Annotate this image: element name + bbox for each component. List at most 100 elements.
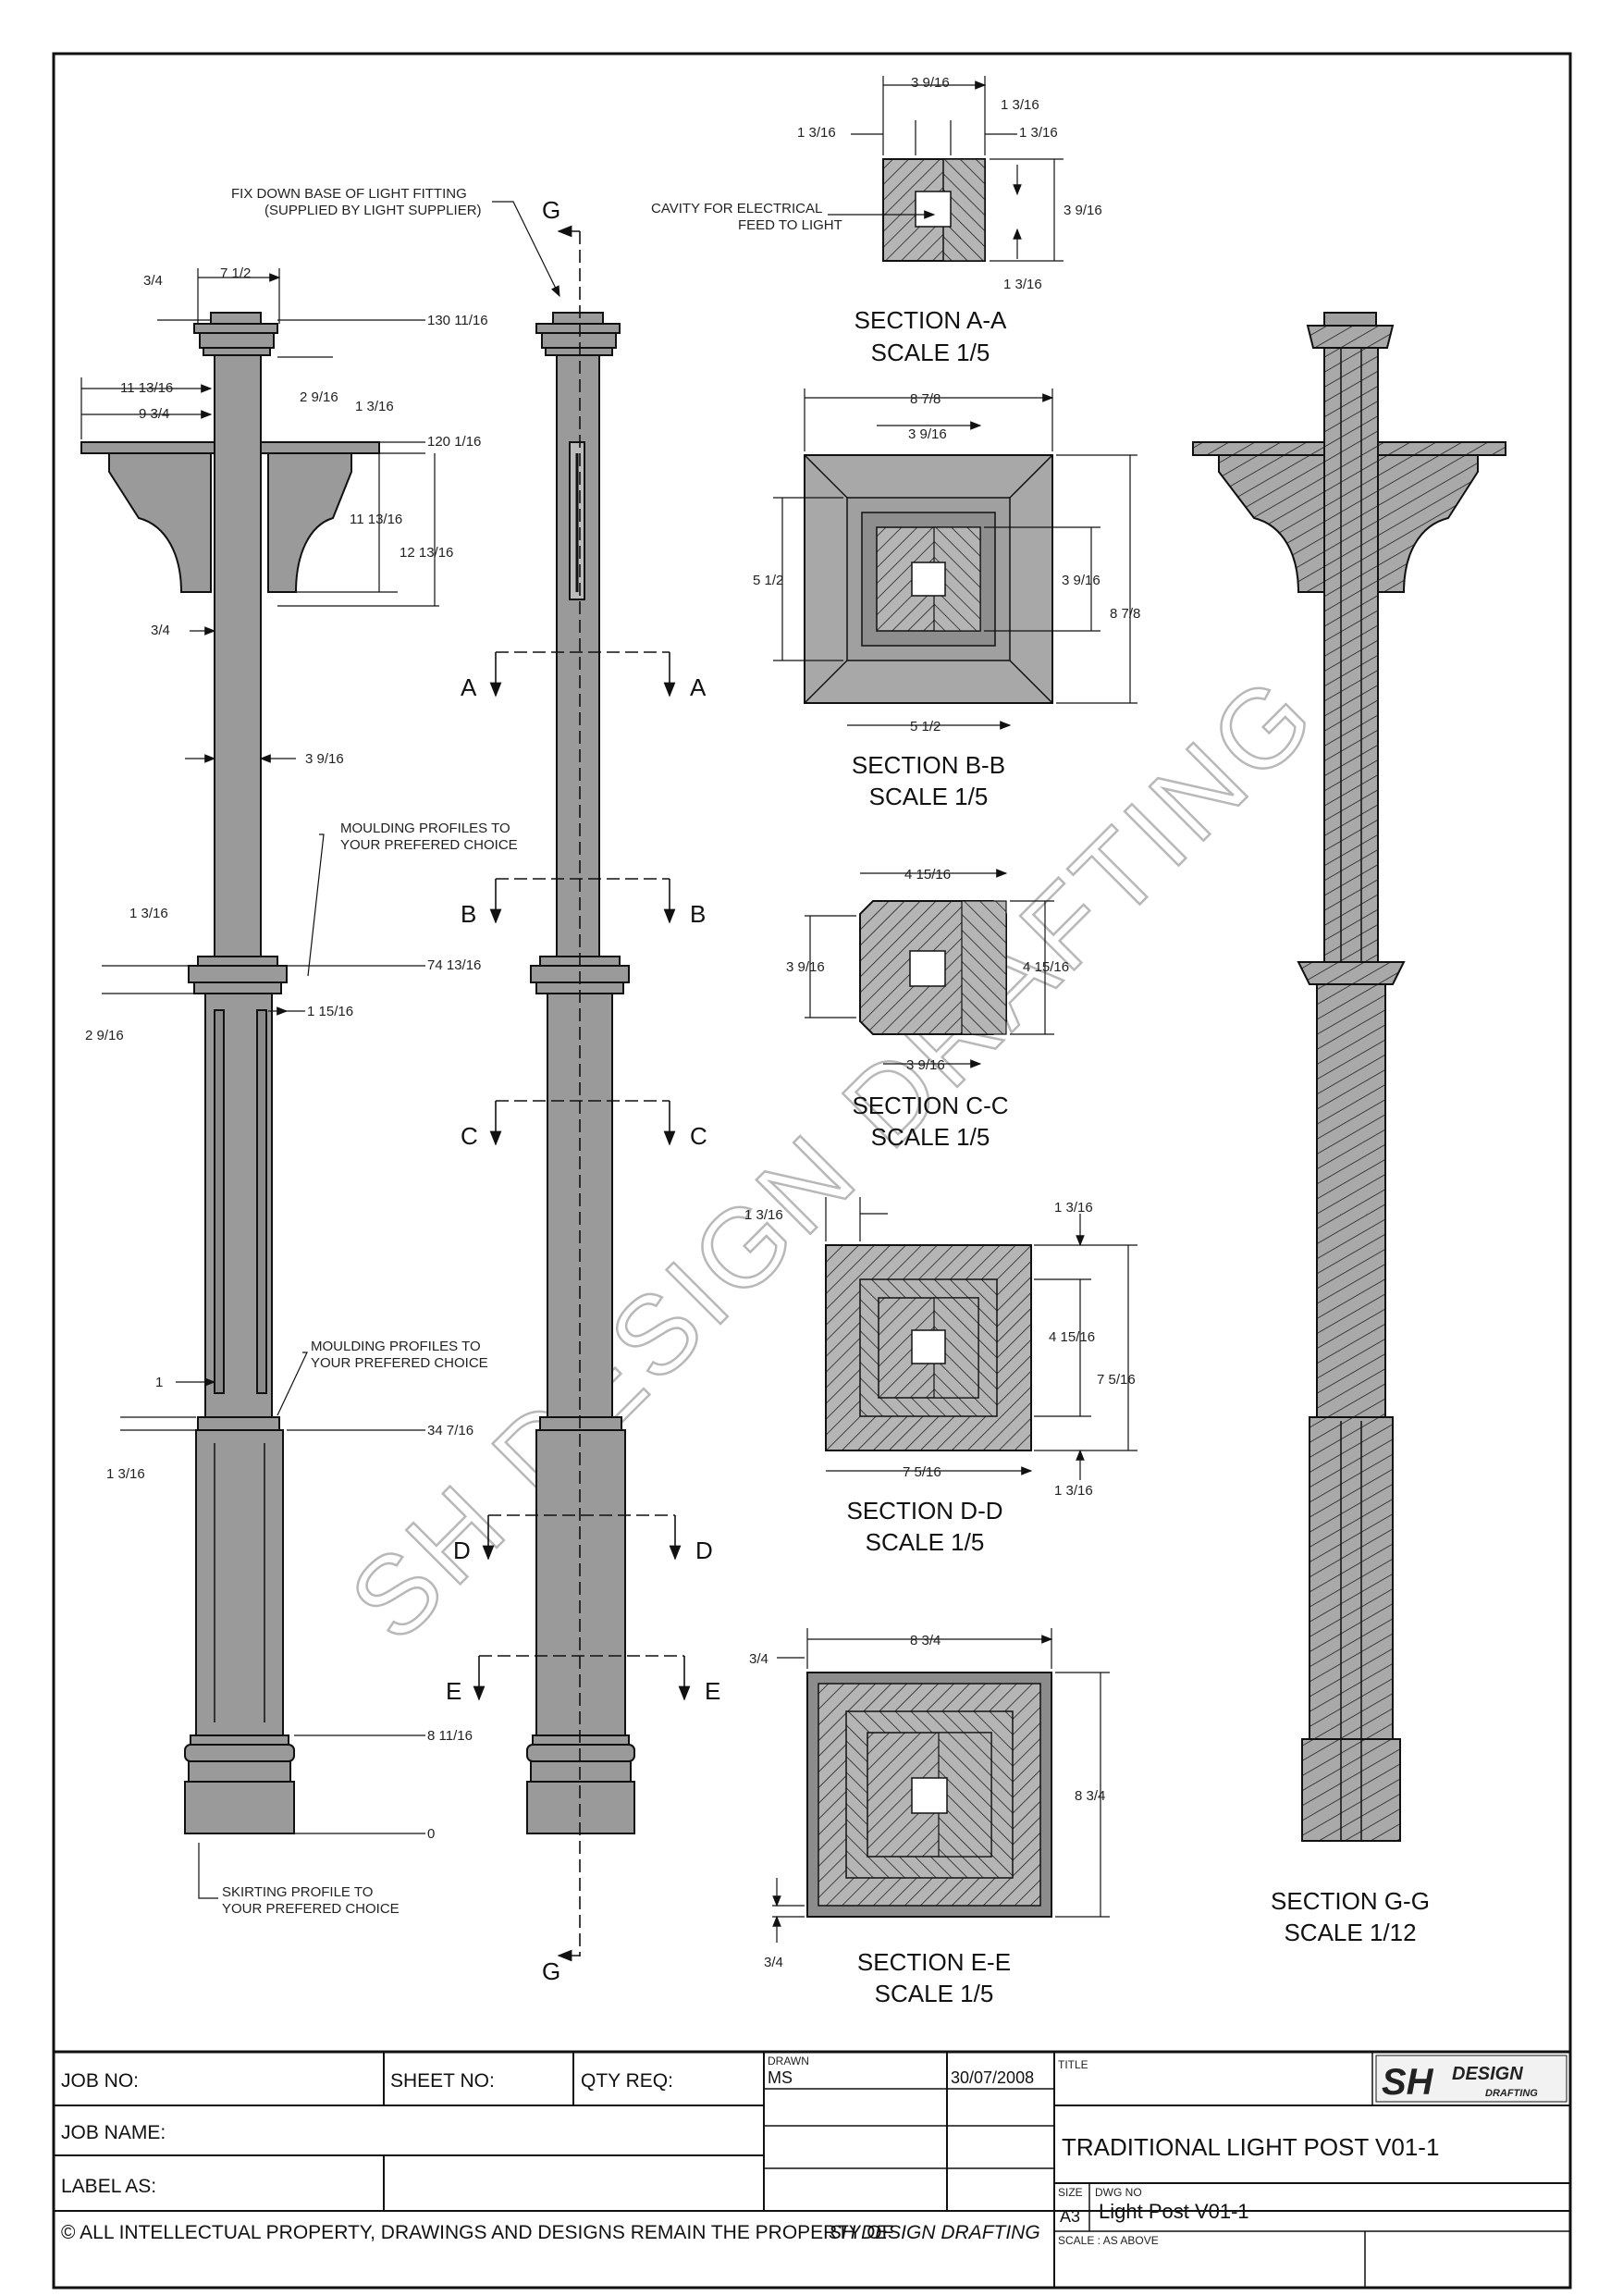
svg-text:1 3/16: 1 3/16 [797, 125, 836, 141]
svg-text:1 3/16: 1 3/16 [1001, 97, 1039, 113]
svg-text:3/4: 3/4 [143, 273, 163, 289]
svg-text:TRADITIONAL LIGHT POST V01-1: TRADITIONAL LIGHT POST V01-1 [1062, 2133, 1439, 2161]
svg-text:4 15/16: 4 15/16 [904, 867, 951, 883]
svg-text:130 11/16: 130 11/16 [427, 313, 488, 328]
section-a-a: 3 9/16 1 3/16 1 3/16 1 3/16 3 9/16 1 3/1… [797, 75, 1102, 366]
cut-lines [479, 231, 684, 1957]
section-b-b: 8 7/8 3 9/16 5 1/2 3 9/16 8 7/8 5 1/2 SE… [753, 389, 1140, 810]
svg-text:SECTION G-G: SECTION G-G [1271, 1887, 1430, 1915]
svg-text:3/4: 3/4 [151, 623, 170, 638]
svg-text:FIX DOWN BASE OF LIGHT FITTING: FIX DOWN BASE OF LIGHT FITTING [231, 186, 467, 202]
svg-text:7 1/2: 7 1/2 [220, 265, 251, 281]
svg-text:B: B [690, 900, 706, 928]
svg-text:1 3/16: 1 3/16 [129, 906, 168, 921]
svg-text:1 15/16: 1 15/16 [307, 1004, 353, 1019]
svg-text:SCALE 1/5: SCALE 1/5 [871, 339, 990, 366]
svg-text:SCALE 1/12: SCALE 1/12 [1284, 1919, 1416, 1946]
svg-text:30/07/2008: 30/07/2008 [951, 2068, 1034, 2087]
svg-text:SCALE : AS ABOVE: SCALE : AS ABOVE [1058, 2234, 1159, 2247]
svg-text:MOULDING PROFILES TO: MOULDING PROFILES TO [311, 1339, 481, 1354]
svg-text:4 15/16: 4 15/16 [1049, 1329, 1095, 1345]
svg-text:© ALL INTELLECTUAL PROPERTY, D: © ALL INTELLECTUAL PROPERTY, DRAWINGS AN… [61, 2222, 893, 2243]
section-g-g-labels: SECTION G-G SCALE 1/12 [1271, 1887, 1430, 1946]
svg-text:8 7/8: 8 7/8 [1110, 606, 1140, 622]
svg-text:SECTION A-A: SECTION A-A [855, 306, 1007, 334]
svg-text:MOULDING PROFILES TO: MOULDING PROFILES TO [340, 821, 510, 836]
svg-text:3/4: 3/4 [749, 1651, 768, 1667]
svg-text:8 11/16: 8 11/16 [427, 1728, 473, 1744]
svg-text:SECTION D-D: SECTION D-D [847, 1497, 1003, 1524]
svg-text:8 3/4: 8 3/4 [1075, 1788, 1105, 1804]
svg-text:A3: A3 [1060, 2207, 1080, 2226]
svg-text:7 5/16: 7 5/16 [903, 1464, 941, 1480]
svg-text:3 9/16: 3 9/16 [1064, 203, 1102, 218]
svg-text:YOUR PREFERED CHOICE: YOUR PREFERED CHOICE [311, 1355, 488, 1371]
svg-text:1 3/16: 1 3/16 [744, 1207, 783, 1223]
section-e-e: 8 3/4 3/4 8 3/4 3/4 SECTION E-E SCALE 1/… [749, 1628, 1110, 2007]
svg-text:(SUPPLIED BY LIGHT SUPPLIER): (SUPPLIED BY LIGHT SUPPLIER) [264, 203, 482, 218]
drawing-notes: FIX DOWN BASE OF LIGHT FITTING (SUPPLIED… [222, 186, 842, 1917]
company-logo: SH DESIGN DRAFTING [1375, 2055, 1568, 2103]
svg-text:CAVITY FOR ELECTRICAL: CAVITY FOR ELECTRICAL [651, 201, 822, 216]
svg-text:2 9/16: 2 9/16 [85, 1028, 124, 1043]
svg-text:SCALE 1/5: SCALE 1/5 [869, 783, 989, 810]
svg-text:FEED TO LIGHT: FEED TO LIGHT [738, 217, 842, 233]
svg-text:TITLE: TITLE [1058, 2058, 1088, 2071]
svg-text:34 7/16: 34 7/16 [427, 1423, 473, 1438]
svg-text:0: 0 [427, 1826, 435, 1842]
svg-text:C: C [461, 1122, 478, 1150]
svg-text:1 3/16: 1 3/16 [1019, 125, 1058, 141]
svg-text:7 5/16: 7 5/16 [1097, 1372, 1136, 1388]
svg-text:SIZE: SIZE [1058, 2186, 1083, 2199]
svg-text:5 1/2: 5 1/2 [753, 573, 783, 588]
svg-text:3 9/16: 3 9/16 [911, 75, 950, 91]
svg-text:3 9/16: 3 9/16 [305, 751, 344, 767]
svg-text:SECTION C-C: SECTION C-C [853, 1092, 1009, 1119]
svg-text:74 13/16: 74 13/16 [427, 957, 481, 973]
svg-text:SH DESIGN DRAFTING: SH DESIGN DRAFTING [326, 650, 1339, 1663]
svg-text:A: A [461, 673, 477, 701]
svg-text:QTY REQ:: QTY REQ: [581, 2070, 673, 2092]
svg-text:D: D [695, 1537, 713, 1564]
side-elevation-view [526, 312, 635, 1834]
svg-text:B: B [461, 900, 476, 928]
section-g-g [1192, 312, 1506, 1842]
svg-text:3 9/16: 3 9/16 [908, 426, 947, 442]
svg-text:4 15/16: 4 15/16 [1023, 959, 1069, 975]
svg-text:G: G [542, 1957, 560, 1985]
svg-text:SKIRTING PROFILE TO: SKIRTING PROFILE TO [222, 1884, 373, 1900]
svg-text:DWG NO: DWG NO [1095, 2186, 1142, 2199]
svg-text:YOUR PREFERED CHOICE: YOUR PREFERED CHOICE [222, 1901, 400, 1917]
svg-text:YOUR PREFERED CHOICE: YOUR PREFERED CHOICE [340, 837, 518, 853]
watermark: SH DESIGN DRAFTING [326, 649, 1341, 1665]
title-block-text: JOB NO: SHEET NO: QTY REQ: DRAWN MS 30/0… [61, 2055, 1439, 2247]
svg-text:1 3/16: 1 3/16 [355, 399, 394, 414]
svg-text:SCALE 1/5: SCALE 1/5 [871, 1123, 990, 1151]
svg-text:1 3/16: 1 3/16 [106, 1466, 145, 1482]
svg-text:11 13/16: 11 13/16 [350, 512, 402, 527]
svg-text:12 13/16: 12 13/16 [400, 545, 453, 561]
svg-text:8 3/4: 8 3/4 [910, 1633, 941, 1648]
svg-text:SCALE 1/5: SCALE 1/5 [875, 1980, 994, 2007]
svg-text:3/4: 3/4 [764, 1955, 783, 1970]
cut-arrows [473, 225, 691, 1962]
svg-text:1 3/16: 1 3/16 [1054, 1483, 1093, 1499]
title-block [54, 2050, 1570, 2288]
cut-labels: G G A A B B C C D D E E [446, 196, 720, 1985]
svg-text:DESIGN: DESIGN [1452, 2064, 1523, 2084]
svg-text:3 9/16: 3 9/16 [1062, 573, 1100, 588]
svg-text:1 3/16: 1 3/16 [1003, 277, 1042, 292]
svg-text:Light Post V01-1: Light Post V01-1 [1099, 2200, 1249, 2223]
svg-text:G: G [542, 196, 560, 224]
svg-text:5 1/2: 5 1/2 [910, 719, 941, 734]
svg-text:SCALE 1/5: SCALE 1/5 [866, 1528, 985, 1556]
section-d-d: 1 3/16 1 3/16 4 15/16 7 5/16 7 5/16 1 3/… [744, 1197, 1137, 1556]
svg-text:D: D [453, 1537, 471, 1564]
section-c-c: 4 15/16 3 9/16 4 15/16 3 9/16 SECTION C-… [786, 867, 1069, 1151]
svg-text:SECTION B-B: SECTION B-B [852, 751, 1005, 779]
svg-text:3 9/16: 3 9/16 [786, 959, 825, 975]
svg-text:A: A [690, 673, 707, 701]
sheet-border [52, 52, 1572, 2290]
svg-text:E: E [446, 1677, 461, 1705]
